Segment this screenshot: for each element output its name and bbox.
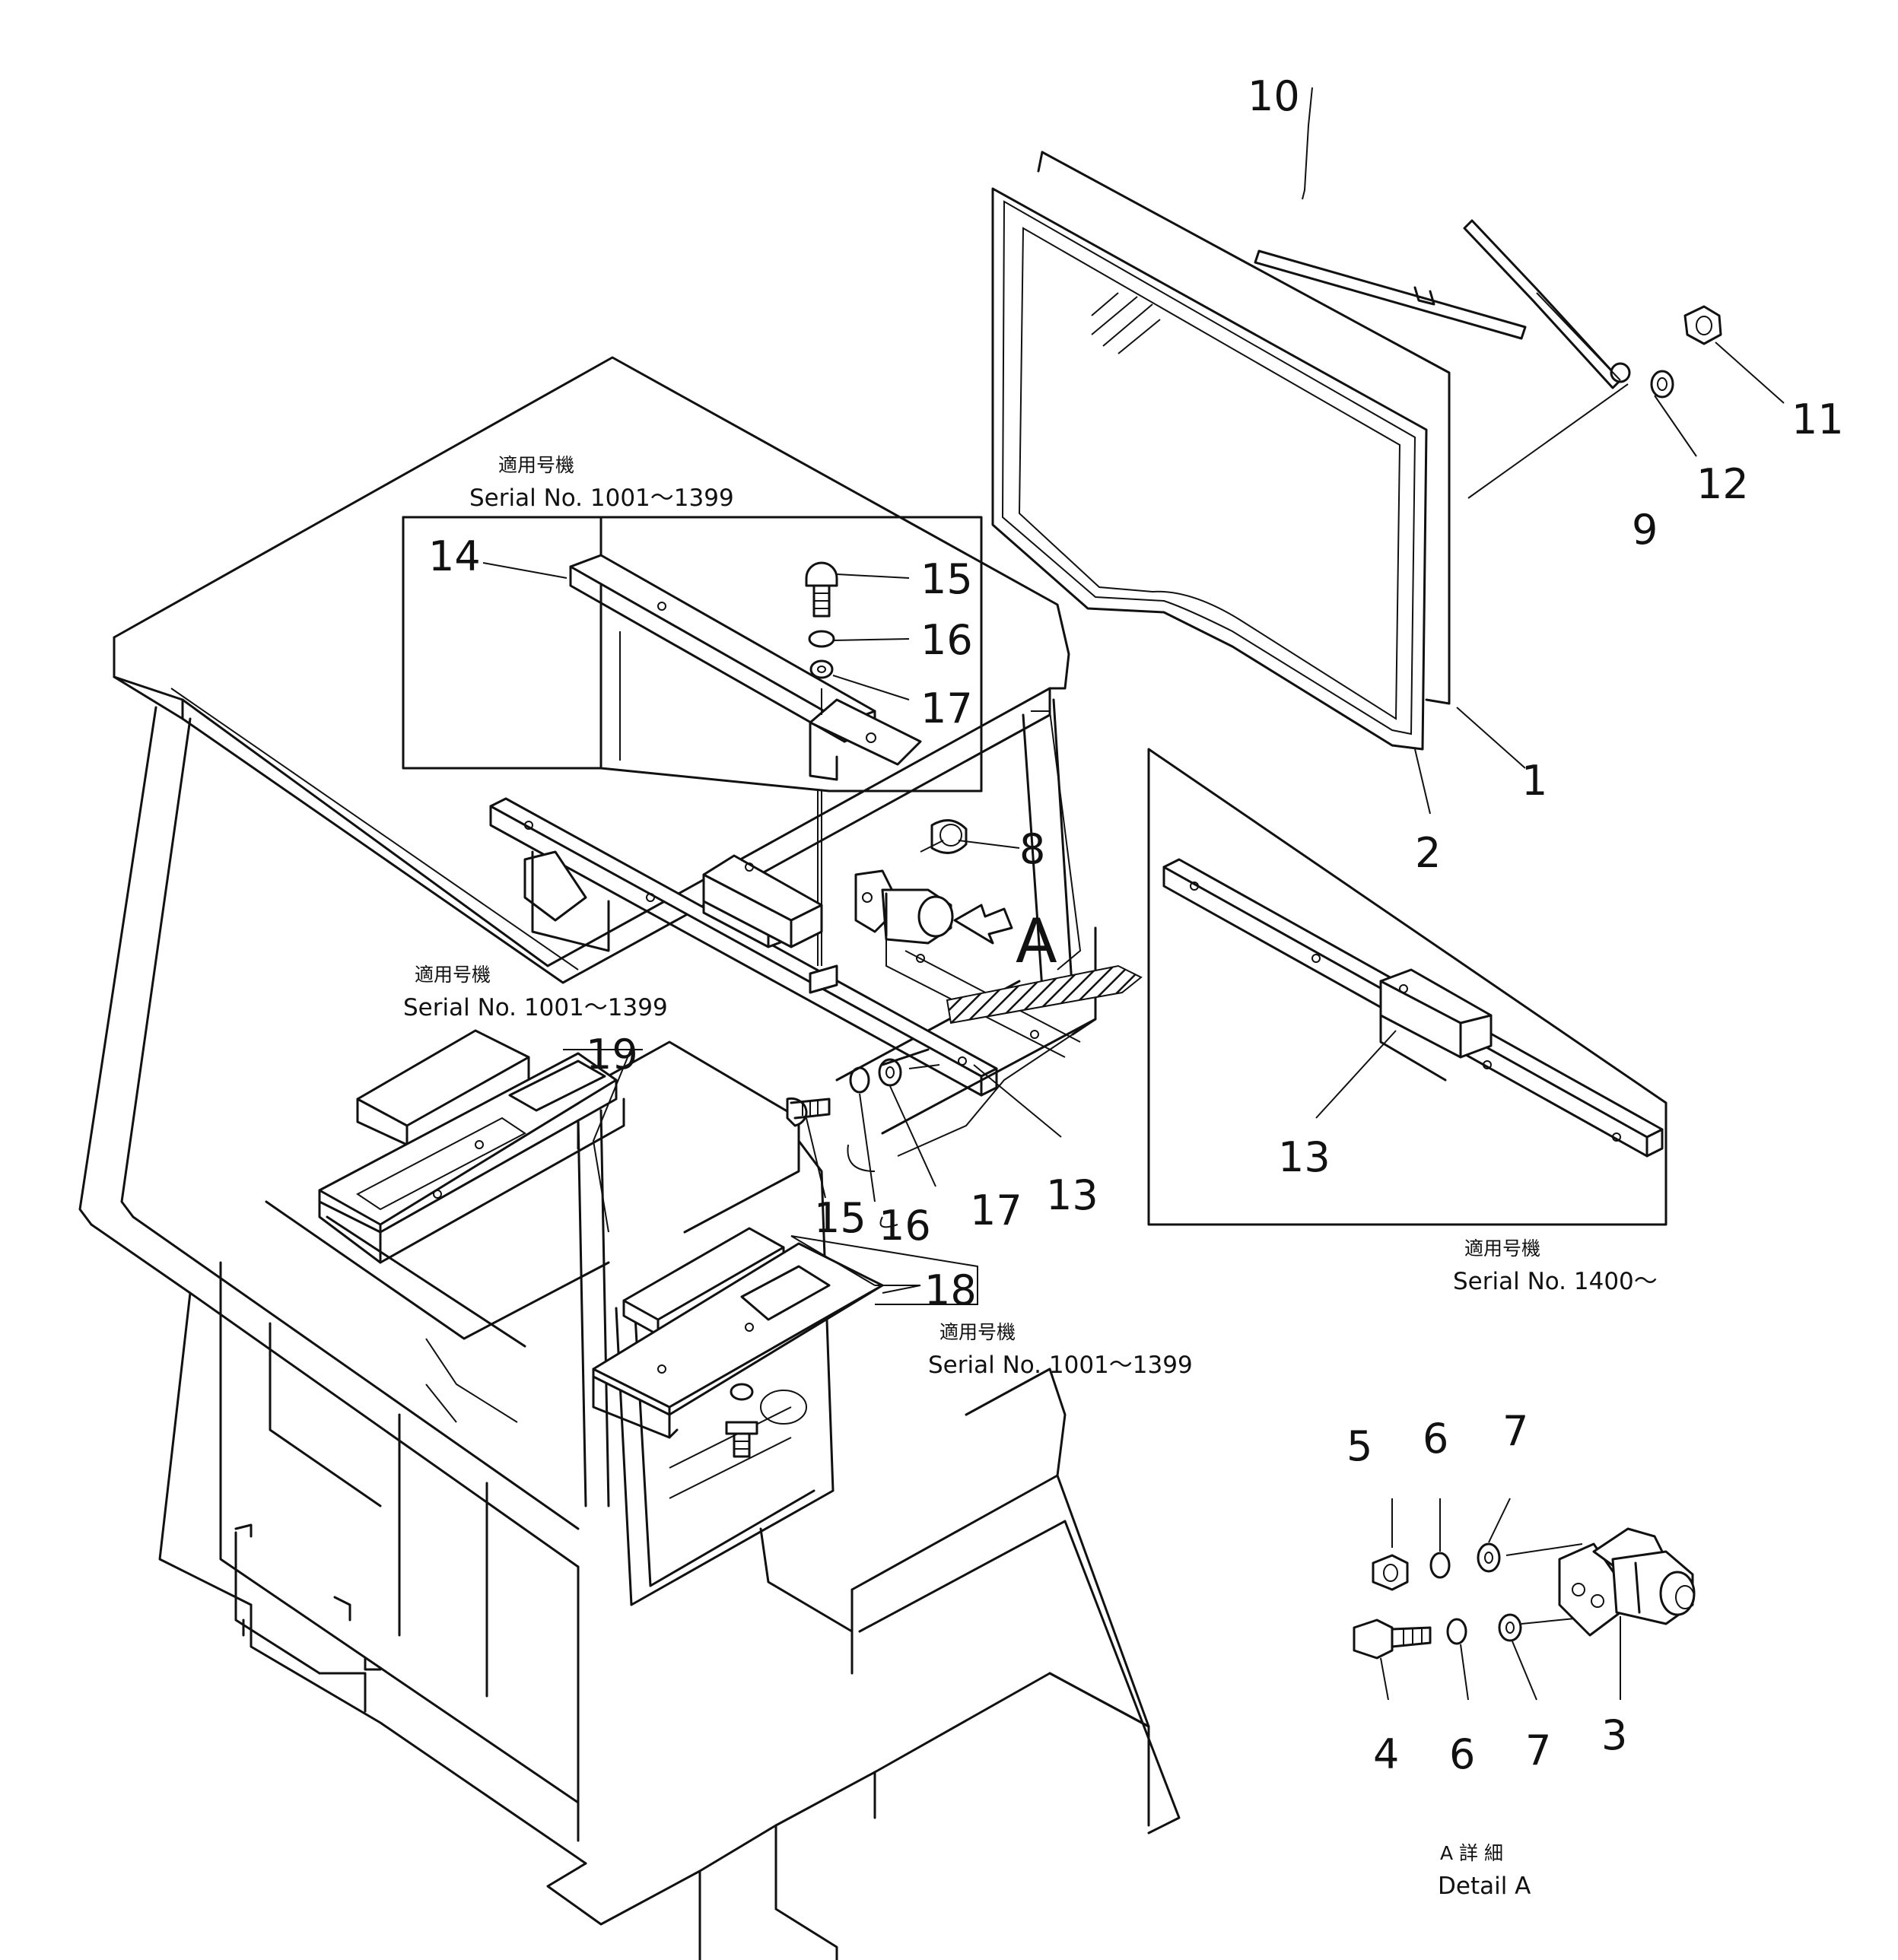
label-16-top: 16	[920, 616, 973, 664]
inset-serial-1400	[1147, 748, 1668, 1226]
label-12: 12	[1696, 460, 1749, 508]
bolt-15-top	[805, 561, 838, 587]
label-9: 9	[1632, 506, 1658, 554]
window-glass	[1041, 151, 1451, 705]
inset-serial-1001-1399-top	[402, 516, 983, 966]
label-13-main: 13	[1046, 1171, 1098, 1219]
wiper-nut-11	[1683, 305, 1722, 345]
wiper-rail-13-main	[489, 797, 998, 1097]
view-arrow-a	[953, 904, 1013, 945]
label-14: 14	[428, 532, 481, 580]
label-17-top: 17	[920, 685, 973, 732]
leader-lines	[482, 87, 1785, 1701]
note-serial-top: Serial No. 1001～1399	[469, 484, 734, 512]
label-6-top: 6	[1423, 1415, 1448, 1463]
spring-washer-6-top	[1429, 1552, 1451, 1579]
detail-a-assembly	[1353, 1527, 1696, 1660]
label-2: 2	[1415, 829, 1441, 877]
note-serial-bottom: Serial No. 1001～1399	[928, 1352, 1193, 1379]
label-7-top: 7	[1502, 1407, 1528, 1455]
detail-a-caption-jp: A 詳 細	[1440, 1842, 1503, 1864]
window-seal-frame	[991, 187, 1428, 751]
note-applicable-left-jp: 適用号機	[415, 964, 491, 986]
washer-17-mid	[878, 1058, 902, 1087]
washer-17-top	[809, 659, 834, 679]
spring-washer-16-mid	[849, 1066, 870, 1094]
label-1: 1	[1521, 757, 1547, 805]
label-arrow-a: A	[1016, 906, 1057, 977]
note-applicable-bottom-jp: 適用号機	[939, 1321, 1016, 1343]
label-18: 18	[924, 1266, 977, 1314]
label-6-bottom: 6	[1449, 1730, 1475, 1778]
note-applicable-right-jp: 適用号機	[1464, 1237, 1540, 1260]
label-13-inset: 13	[1278, 1133, 1331, 1181]
hatched-section	[946, 964, 1143, 1024]
label-5: 5	[1346, 1422, 1372, 1470]
detail-a-caption-en: Detail A	[1438, 1873, 1531, 1900]
inset-serial-1001-1399-bottom	[592, 1227, 978, 1458]
nut-5	[1372, 1554, 1409, 1591]
spring-washer-16-top	[808, 630, 835, 648]
cab-structure	[78, 356, 1181, 1960]
bolt-4	[1353, 1619, 1394, 1660]
label-7-bottom: 7	[1525, 1727, 1551, 1774]
label-15-mid: 15	[814, 1194, 866, 1242]
serial-notes: 適用号機 Serial No. 1001～1399 適用号機 Serial No…	[403, 454, 1658, 1379]
inset-serial-1001-1399-left	[318, 1029, 643, 1264]
label-3: 3	[1601, 1711, 1627, 1759]
wiper-arm	[1463, 219, 1622, 389]
label-16-mid: 16	[879, 1202, 931, 1250]
label-15-top: 15	[920, 555, 973, 603]
rear-window-assembly	[991, 151, 1451, 751]
washer-7-top	[1477, 1542, 1501, 1573]
washer-7-bottom	[1498, 1613, 1522, 1642]
wiper-motor-main	[854, 819, 1081, 1058]
detail-a-caption: A 詳 細 Detail A	[1438, 1842, 1531, 1900]
part-number-labels: 1 2 3 4 5 6 6 7 7 8 9 10 11 12 13 13 14 …	[428, 72, 1844, 1778]
note-serial-right: Serial No. 1400～	[1453, 1268, 1658, 1295]
label-10: 10	[1248, 72, 1300, 120]
note-applicable-top-jp: 適用号機	[498, 454, 574, 476]
label-17-mid: 17	[970, 1186, 1022, 1234]
wiper-assembly	[1254, 219, 1722, 399]
wiper-washer-12	[1650, 370, 1674, 399]
fasteners-middle	[786, 1058, 940, 1228]
label-8: 8	[1019, 825, 1045, 873]
label-4: 4	[1373, 1730, 1399, 1778]
note-serial-left: Serial No. 1001～1399	[403, 994, 668, 1021]
spring-washer-6-bottom	[1446, 1618, 1467, 1645]
label-11: 11	[1791, 395, 1844, 443]
wiper-blade	[1254, 249, 1527, 340]
label-19: 19	[586, 1031, 638, 1078]
bush-8	[930, 819, 968, 854]
